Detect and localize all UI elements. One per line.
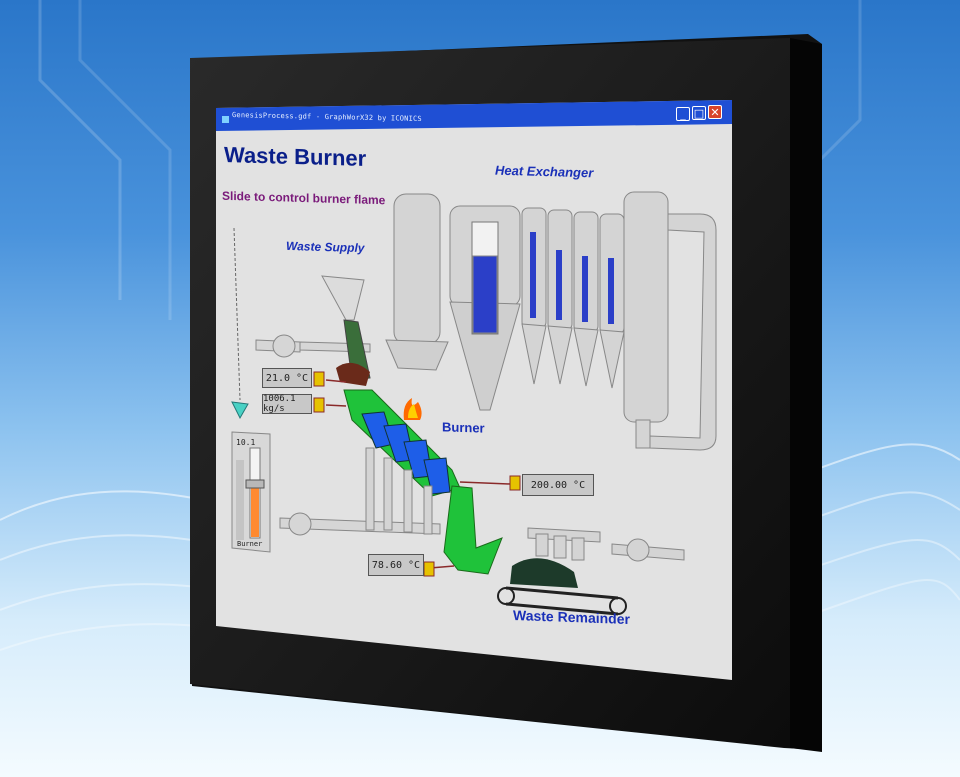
burner-label: Burner [442,419,485,436]
readout-tags [313,371,521,577]
heat-exchanger-label: Heat Exchanger [495,162,594,181]
column-level-indicators [530,232,614,324]
down-arrow-icon [231,227,249,420]
slider-name-label: Burner [237,540,263,548]
burner-conveyor [336,362,461,497]
flame-icon [403,398,422,420]
minimize-button[interactable]: _ [676,107,690,121]
burner-slider-panel [231,431,271,553]
heat-exchanger-tanks [385,193,521,411]
waste-hopper [321,275,365,321]
supply-flow-readout: 1006.1 kg/s [262,394,312,414]
waste-remainder-conveyor [497,558,627,616]
bottom-right-pipes [527,527,685,562]
maximize-button[interactable]: □ [692,106,706,120]
slider-value-label: 10.1 [236,438,256,447]
tank-level-main [472,255,498,334]
left-pipes [255,334,441,536]
remainder-chute [443,485,503,575]
burner-slider-fill [251,486,259,537]
burner-down-pipes [365,447,433,535]
window-titlebar [216,100,732,131]
page-title: Waste Burner [224,142,367,171]
remainder-temp-readout: 78.60 °C [368,554,424,576]
burner-slider-handle [245,479,265,489]
close-button[interactable]: ✕ [708,105,722,119]
waste-supply-label: Waste Supply [286,238,365,256]
app-icon [222,116,229,123]
supply-temp-readout: 21.0 °C [262,368,312,388]
burner-slider[interactable] [244,448,270,544]
burner-temp-readout: 200.00 °C [522,474,594,496]
